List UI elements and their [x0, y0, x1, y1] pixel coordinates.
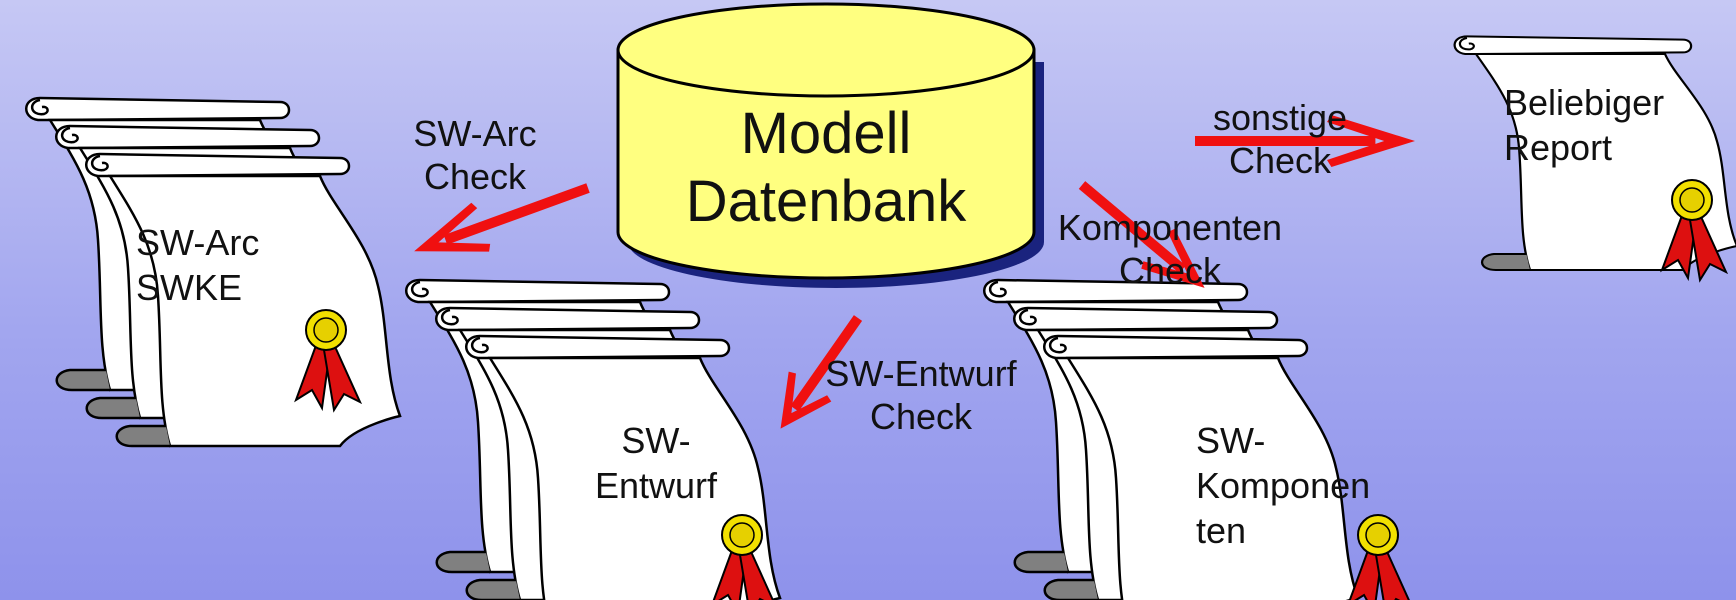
document-label-entwurf-line1: SW-: [621, 420, 691, 461]
check-label-swarc-line2: Check: [423, 156, 527, 198]
check-label-komponenten: Komponenten Check: [1050, 206, 1290, 292]
database-cylinder: [616, 2, 1044, 288]
database-label-line1: Modell: [740, 101, 912, 166]
check-label-sonstige-line1: sonstige: [1212, 97, 1348, 138]
check-label-entwurf-line1: SW-Entwurf: [825, 353, 1017, 394]
database-label: Modell Datenbank: [660, 100, 992, 237]
document-label-swarc-line2: SWKE: [136, 267, 243, 308]
check-label-entwurf: SW-Entwurf Check: [806, 352, 1036, 438]
document-label-komponenten-line2: Komponen: [1196, 465, 1371, 506]
check-label-sonstige: sonstige Check: [1195, 96, 1365, 182]
document-label-entwurf: SW- Entwurf: [566, 418, 746, 508]
document-label-report-line2: Report: [1504, 127, 1613, 168]
document-label-komponenten: SW- Komponen ten: [1196, 418, 1416, 553]
document-label-komponenten-line3: ten: [1196, 510, 1247, 551]
check-label-swarc-line1: SW-Arc: [413, 113, 537, 154]
document-label-report-line1: Beliebiger: [1504, 82, 1665, 123]
check-label-komponenten-line2: Check: [1118, 250, 1222, 292]
check-label-swarc: SW-Arc Check: [395, 112, 555, 198]
check-label-komponenten-line1: Komponenten: [1057, 207, 1283, 248]
check-label-sonstige-line2: Check: [1228, 140, 1332, 182]
document-label-report: Beliebiger Report: [1504, 80, 1674, 170]
document-label-entwurf-line2: Entwurf: [594, 465, 718, 506]
document-label-swarc-line1: SW-Arc: [136, 222, 260, 263]
document-label-swarc: SW-Arc SWKE: [136, 220, 296, 310]
document-label-komponenten-line1: SW-: [1196, 420, 1266, 461]
database-label-line2: Datenbank: [685, 169, 967, 235]
check-label-entwurf-line2: Check: [869, 396, 973, 438]
